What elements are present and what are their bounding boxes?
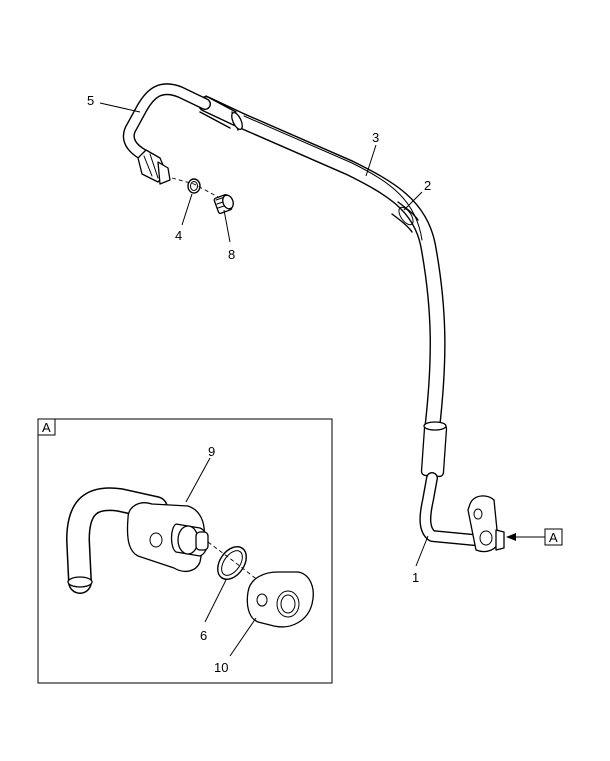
detail-label-box	[37, 418, 56, 436]
callout-4: 4	[175, 228, 182, 243]
callout-8: 8	[228, 247, 235, 262]
o-ring-part-4	[187, 178, 201, 194]
callout-3: 3	[372, 130, 379, 145]
callouts-main: 5 3 2 4 8 1 A	[87, 93, 563, 585]
loose-parts-upper	[171, 177, 234, 214]
detail-view-a: A 9 6 10	[37, 418, 333, 684]
gasket-part-10	[246, 571, 314, 628]
callout-9: 9	[208, 444, 215, 459]
callout-6: 6	[200, 628, 207, 643]
callout-1: 1	[412, 570, 419, 585]
view-ref-label: A	[549, 530, 558, 545]
view-ref-box	[544, 528, 563, 546]
plug-part-8	[213, 194, 234, 214]
sleeve-part-2	[391, 201, 419, 233]
lower-crimp-sleeve	[420, 422, 448, 478]
callout-5: 5	[87, 93, 94, 108]
detail-label: A	[42, 420, 51, 435]
callout-2: 2	[424, 178, 431, 193]
seal-part-6	[217, 546, 247, 580]
callout-10: 10	[214, 660, 228, 675]
tube-assembly	[122, 83, 505, 553]
view-arrow-icon	[506, 533, 516, 541]
